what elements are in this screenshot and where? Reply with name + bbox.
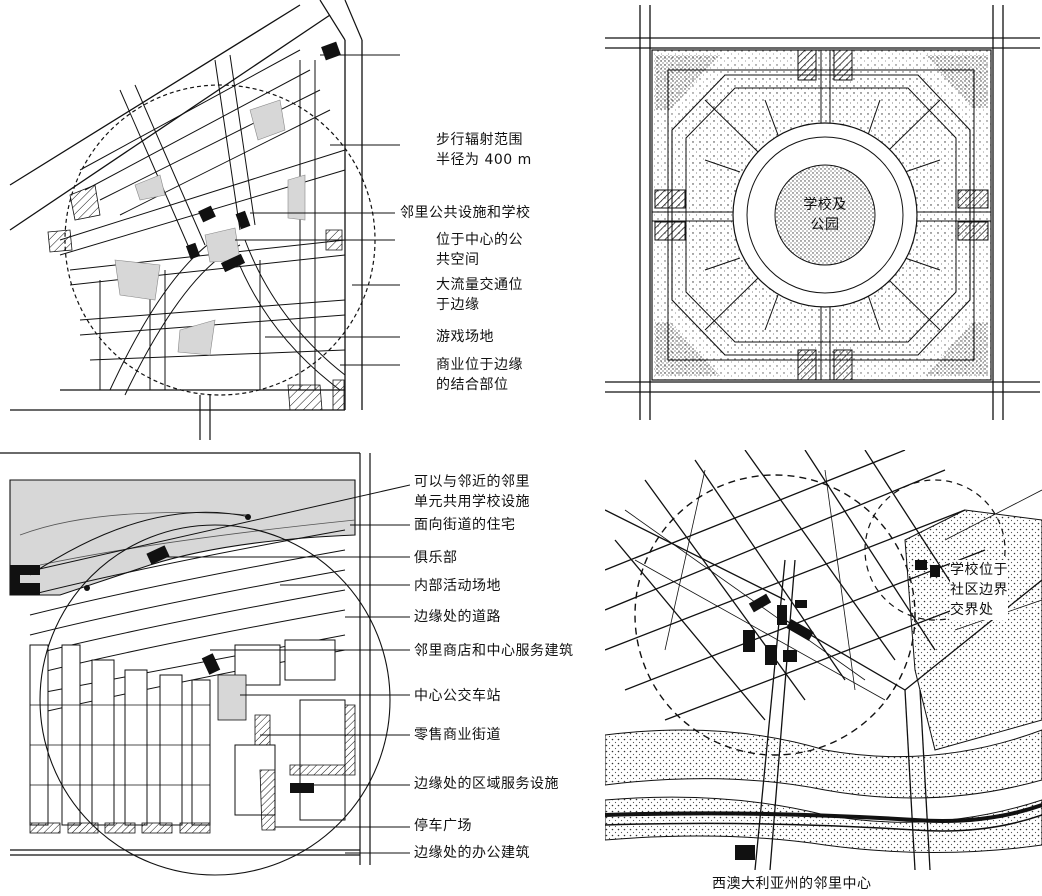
- label-school-at-boundary: 学校位于 社区边界 交界处: [950, 560, 1008, 620]
- label-school-and-park: 学校及 公园: [803, 197, 847, 233]
- caption-western-australia: 西澳大利亚州的邻里中心: [712, 876, 872, 892]
- label-edge-commerce: 商业位于边缘 的结合部位: [436, 357, 523, 393]
- label-central-bus-station: 中心公交车站: [414, 688, 501, 704]
- label-central-public-space: 位于中心的公 共空间: [436, 232, 523, 268]
- western-australia-center-map-bottom-right: [605, 450, 1042, 870]
- school-park-plan-top-right: [605, 5, 1040, 420]
- label-public-facilities-school: 邻里公共设施和学校: [400, 205, 531, 221]
- label-street-facing-housing: 面向街道的住宅: [414, 517, 516, 533]
- label-walking-radius: 步行辐射范围 半径为 400 m: [436, 132, 532, 168]
- label-shops-central-services: 邻里商店和中心服务建筑: [414, 643, 574, 659]
- label-edge-office-buildings: 边缘处的办公建筑: [414, 845, 530, 861]
- label-parking-plaza: 停车广场: [414, 818, 472, 834]
- neighborhood-map-top-left: [9, 0, 400, 440]
- label-retail-street: 零售商业街道: [414, 727, 501, 743]
- label-internal-activity-ground: 内部活动场地: [414, 578, 501, 594]
- neighborhood-unit-plan-bottom-left: [0, 452, 410, 876]
- label-edge-heavy-traffic: 大流量交通位 于边缘: [436, 277, 523, 313]
- label-shared-school: 可以与邻近的邻里 单元共用学校设施: [414, 474, 530, 510]
- label-playground: 游戏场地: [436, 329, 494, 345]
- label-club: 俱乐部: [414, 550, 458, 566]
- label-edge-road: 边缘处的道路: [414, 609, 501, 625]
- label-edge-regional-services: 边缘处的区域服务设施: [414, 776, 559, 792]
